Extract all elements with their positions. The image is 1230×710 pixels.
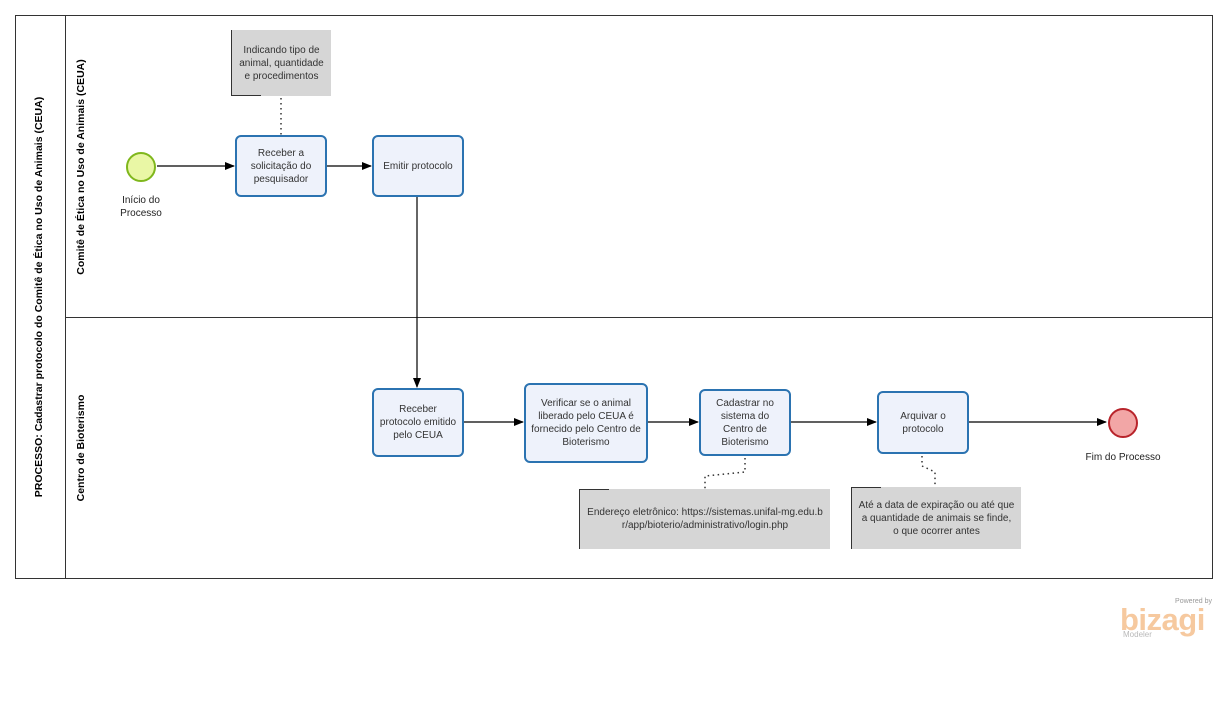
pool [15,15,1213,579]
lane-title-bioterismo: Centro de Bioterismo [75,394,87,502]
end-event[interactable] [1108,408,1138,438]
pool-header [15,15,66,579]
end-event-label: Fim do Processo [1085,452,1161,463]
logo-sub: Modeler [1123,630,1152,639]
annotation-endereco: Endereço eletrônico: https://sistemas.un… [578,489,830,549]
annotation-expiracao: Até a data de expiração ou até que a qua… [850,487,1021,549]
task-receber-protocolo[interactable]: Receber protocolo emitido pelo CEUA [372,388,464,457]
lane-ceua [66,15,1213,318]
start-event[interactable] [126,152,156,182]
task-cadastrar-sistema[interactable]: Cadastrar no sistema do Centro de Bioter… [699,389,791,456]
annotation-tipo-animal: Indicando tipo de animal, quantidade e p… [230,30,331,96]
logo-powered-by: Powered by [1175,598,1212,605]
task-receber-solicitacao[interactable]: Receber a solicitação do pesquisador [235,135,327,197]
task-emitir-protocolo[interactable]: Emitir protocolo [372,135,464,197]
bizagi-logo: Powered by bizagi Modeler [1120,598,1212,643]
task-verificar-animal[interactable]: Verificar se o animal liberado pelo CEUA… [524,383,648,463]
logo-name: bizagi [1120,602,1205,637]
start-event-label: Início do Processo [120,195,162,219]
pool-title: PROCESSO: Cadastrar protocolo do Comitê … [33,96,45,498]
lane-title-ceua: Comitê de Ética no Uso de Animais (CEUA) [75,59,87,275]
task-arquivar-protocolo[interactable]: Arquivar o protocolo [877,391,969,454]
